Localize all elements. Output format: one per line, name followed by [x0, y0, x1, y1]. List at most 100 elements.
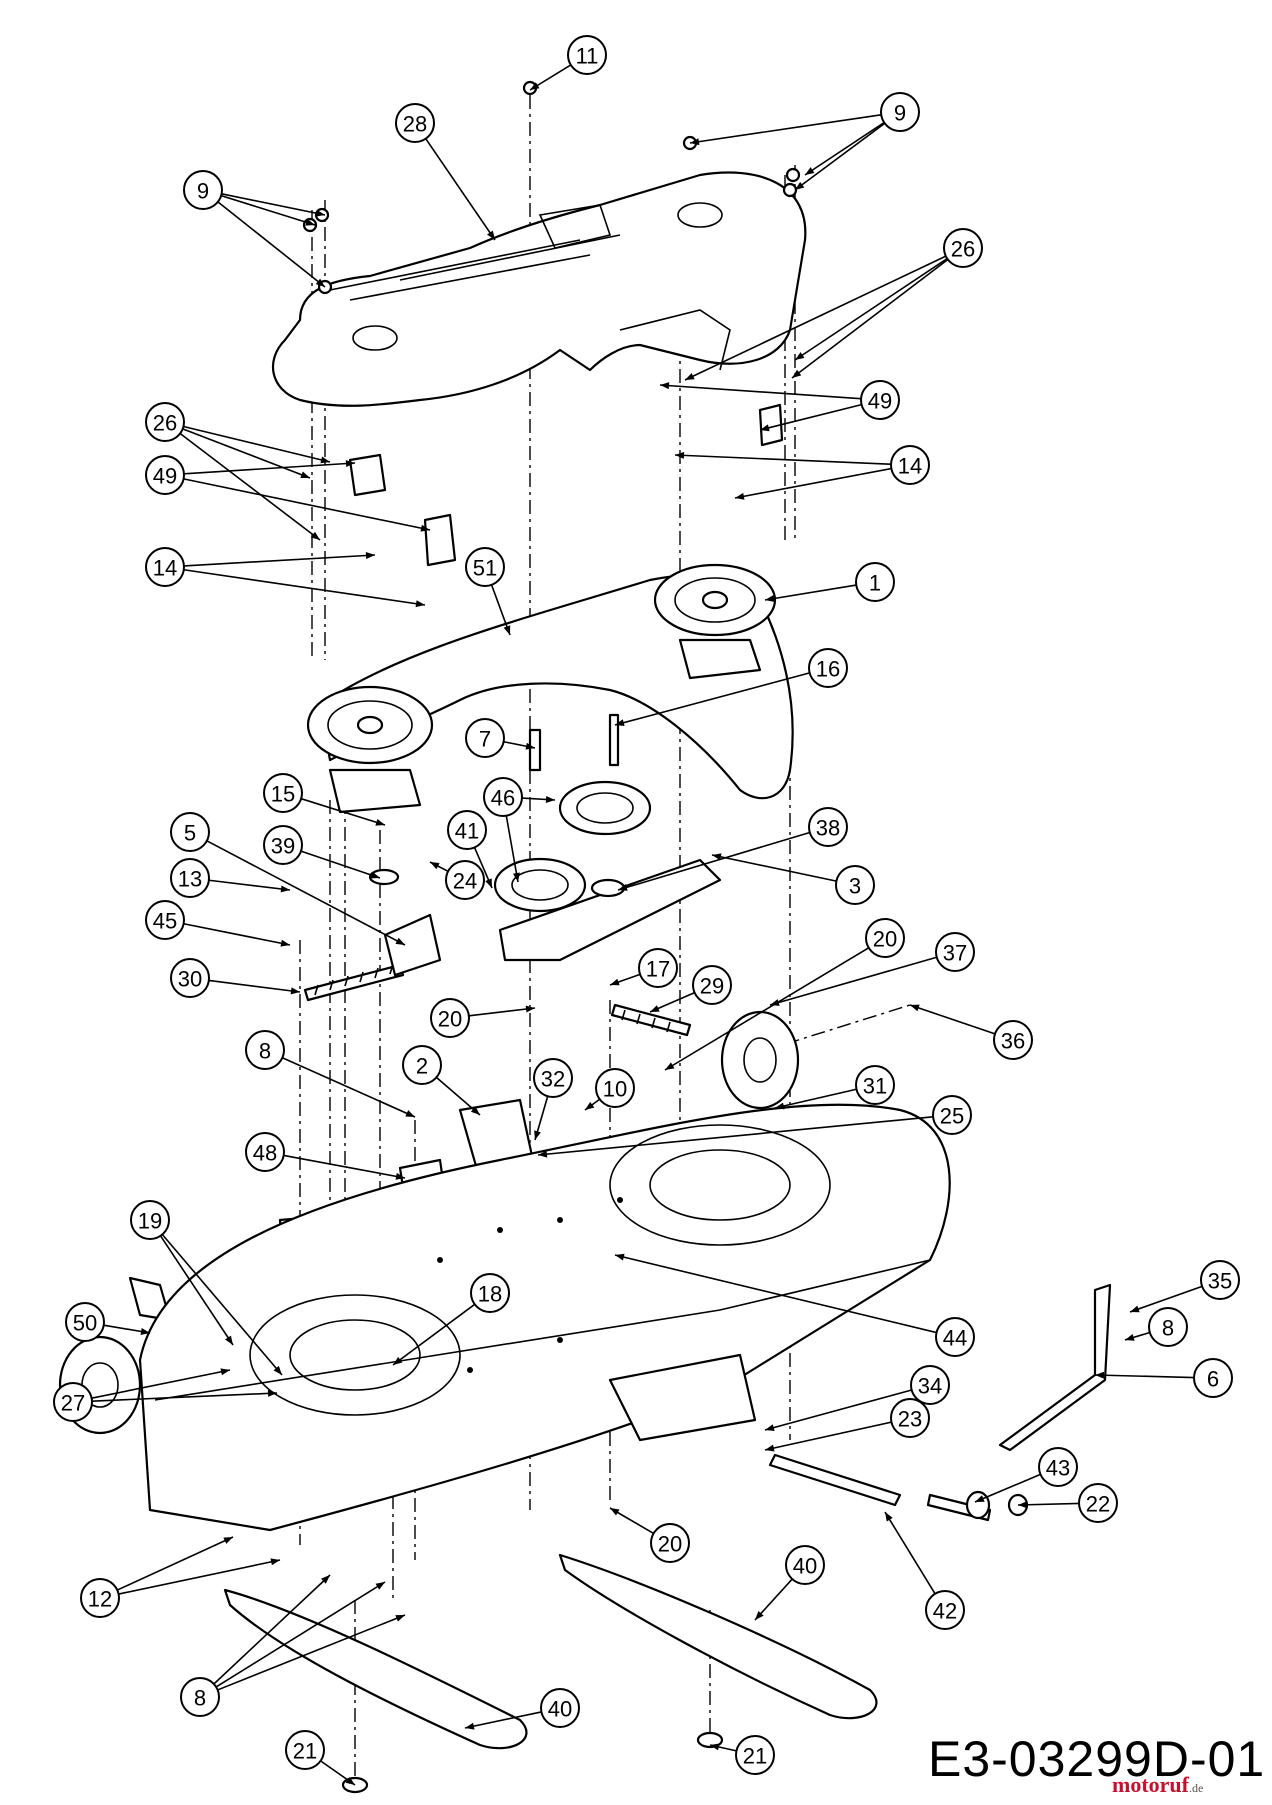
callout-label: 3 — [849, 874, 861, 899]
callout-leader — [161, 1233, 283, 1376]
callout-circle — [53, 1382, 93, 1422]
callout-arrowhead — [618, 884, 628, 891]
callout-label: 20 — [438, 1007, 462, 1032]
callout-leader — [1017, 1502, 1080, 1506]
callout-8: 8 — [1148, 1307, 1188, 1347]
callout-arrowhead — [395, 1172, 405, 1180]
callout-arrowhead — [321, 1575, 330, 1584]
callout-14: 14 — [145, 547, 185, 587]
callout-arrowhead — [530, 82, 540, 90]
cover-hardware — [302, 80, 801, 567]
callout-label: 14 — [898, 454, 922, 479]
callout-label: 46 — [491, 786, 515, 811]
callout-leader — [689, 113, 882, 144]
callout-arrowhead — [430, 862, 440, 870]
callout-label: 17 — [646, 957, 670, 982]
callout-arrowhead — [370, 871, 380, 879]
callout-circle — [932, 1095, 972, 1135]
callout-label: 31 — [863, 1074, 887, 1099]
callout-arrowhead — [975, 1495, 985, 1502]
callout-circle — [130, 1200, 170, 1240]
callout-20: 20 — [430, 998, 470, 1038]
callout-26: 26 — [943, 228, 983, 268]
callout-51: 51 — [465, 547, 505, 587]
callout-arrowhead — [534, 1130, 541, 1140]
callout-label: 26 — [153, 411, 177, 436]
callout-label: 27 — [61, 1391, 85, 1416]
callout-label: 1 — [869, 571, 881, 596]
callout-label: 45 — [153, 909, 177, 934]
callout-leader — [1129, 1285, 1203, 1313]
callout-leaders — [91, 64, 1203, 1786]
callout-leader — [684, 255, 947, 381]
callout-label: 49 — [868, 389, 892, 414]
callout-leader — [909, 1004, 996, 1035]
callout-arrowhead — [365, 552, 375, 560]
callout-leader — [283, 1154, 406, 1179]
callout-label: 37 — [943, 941, 967, 966]
callout-circle — [533, 1058, 573, 1098]
callout-arrowhead — [660, 382, 670, 390]
callout-circle — [540, 1688, 580, 1728]
callout-leader — [208, 879, 291, 891]
callout-30: 30 — [170, 958, 210, 998]
callout-leader — [217, 1614, 406, 1691]
callout-label: 20 — [658, 1532, 682, 1557]
callout-45: 45 — [145, 900, 185, 940]
callout-circle — [835, 865, 875, 905]
callout-leader — [183, 554, 376, 567]
callout-leader — [774, 1088, 857, 1109]
callout-arrowhead — [650, 1005, 660, 1012]
callout-label: 5 — [184, 821, 196, 846]
callout-22: 22 — [1078, 1483, 1118, 1523]
callout-36: 36 — [993, 1020, 1033, 1060]
callout-circle — [170, 812, 210, 852]
callout-circle — [263, 825, 303, 865]
callout-circle — [935, 1317, 975, 1357]
blades — [223, 1553, 878, 1794]
callout-label: 20 — [873, 927, 897, 952]
callout-circle — [910, 1365, 950, 1405]
callout-circle — [935, 932, 975, 972]
callout-label: 43 — [1046, 1456, 1070, 1481]
callout-label: 35 — [1208, 1269, 1232, 1294]
callout-1: 1 — [855, 562, 895, 602]
callout-label: 14 — [153, 556, 177, 581]
callout-leader — [614, 1254, 937, 1334]
callout-circle — [263, 773, 303, 813]
callout-circle — [245, 1030, 285, 1070]
callout-leader — [179, 432, 321, 541]
callout-circle — [465, 547, 505, 587]
callout-leader — [791, 258, 949, 379]
callout-43: 43 — [1038, 1447, 1078, 1487]
callout-arrowhead — [315, 278, 325, 287]
callout-16: 16 — [808, 648, 848, 688]
callout-3: 3 — [835, 865, 875, 905]
callout-leader — [425, 138, 496, 241]
callout-label: 25 — [940, 1104, 964, 1129]
callout-label: 36 — [1001, 1029, 1025, 1054]
callout-21: 21 — [735, 1735, 775, 1775]
callout-circle — [80, 1578, 120, 1618]
callout-leader — [282, 1057, 416, 1118]
callout-circle — [993, 1020, 1033, 1060]
callout-leader — [764, 1389, 912, 1431]
callout-circle — [925, 1590, 965, 1630]
callout-leader — [206, 840, 406, 946]
callout-circle — [245, 1132, 285, 1172]
callout-49: 49 — [860, 380, 900, 420]
callout-arrowhead — [225, 1335, 233, 1345]
idler-pulleys — [368, 713, 722, 962]
callout-arrowhead — [280, 885, 290, 893]
callout-circle — [1200, 1260, 1240, 1300]
callout-arrowhead — [675, 451, 685, 459]
callout-arrowhead — [615, 1253, 625, 1261]
callout-circle — [180, 1677, 220, 1717]
callout-11: 11 — [567, 35, 607, 75]
callout-circle — [1078, 1483, 1118, 1523]
callout-leader — [213, 1574, 331, 1685]
callout-leader — [664, 947, 870, 1071]
callout-leader — [208, 979, 301, 993]
watermark-brand: motoruf — [1112, 1772, 1189, 1797]
